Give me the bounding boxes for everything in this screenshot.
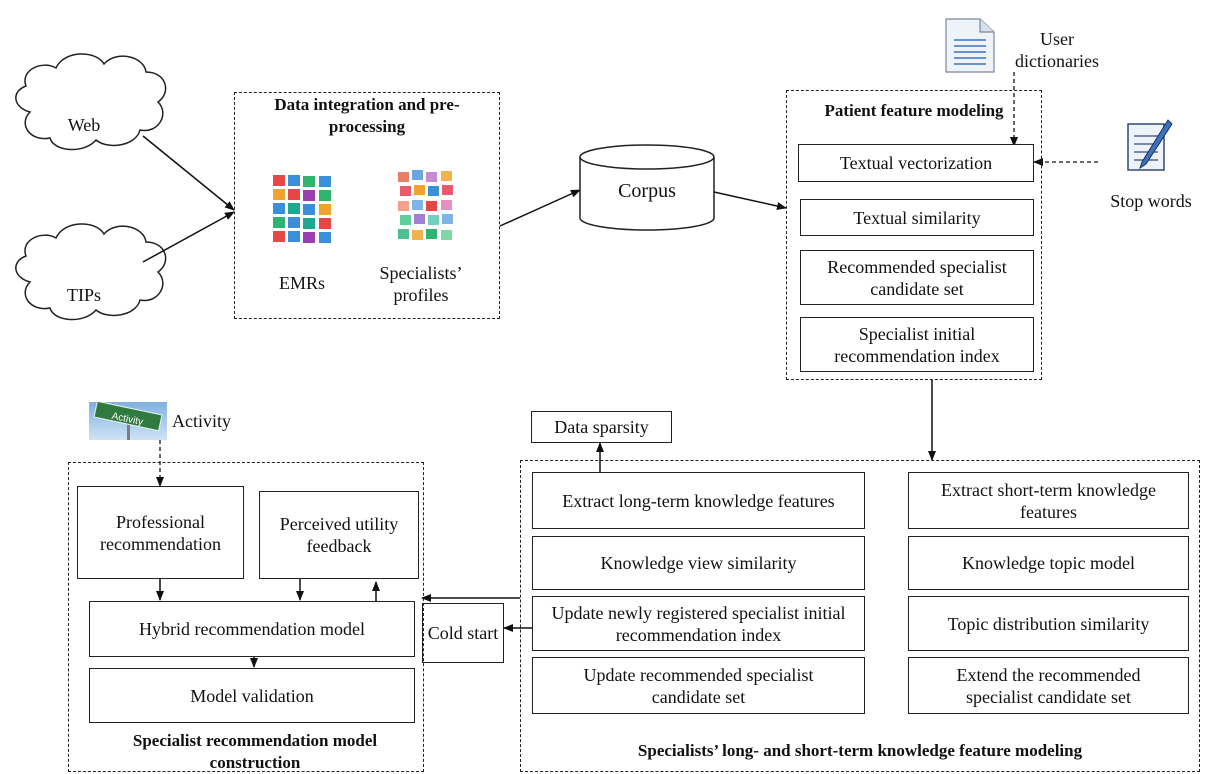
activity-sign-icon: Activity <box>89 402 167 440</box>
topic-distribution-similarity-box: Topic distribution similarity <box>908 596 1189 651</box>
corpus-cylinder <box>579 144 715 231</box>
model-validation-box: Model validation <box>89 668 415 723</box>
stop-words-label: Stop words <box>1110 191 1192 211</box>
patient-feature-group <box>786 90 1042 380</box>
professional-recommendation-box: Professional recommendation <box>77 486 244 579</box>
web-label: Web <box>67 115 101 135</box>
perceived-utility-box: Perceived utility feedback <box>259 491 419 579</box>
knowledge-topic-model-box: Knowledge topic model <box>908 536 1189 590</box>
candidate-set-box: Recommended specialist candidate set <box>800 250 1034 305</box>
knowledge-view-similarity-box: Knowledge view similarity <box>532 536 865 590</box>
corpus-label: Corpus <box>618 180 676 202</box>
textual-similarity-box: Textual similarity <box>800 199 1034 236</box>
data-integration-group <box>234 92 500 319</box>
activity-label: Activity <box>172 411 231 431</box>
specialists-profiles-icon <box>398 170 453 240</box>
textual-vectorization-box: Textual vectorization <box>798 144 1034 182</box>
emrs-icon <box>273 175 331 243</box>
data-sparsity-box: Data sparsity <box>531 411 672 443</box>
initial-index-box: Specialist initial recommendation index <box>800 317 1034 372</box>
data-integration-title: Data integration and pre-processing <box>274 95 460 136</box>
patient-feature-title: Patient feature modeling <box>824 101 1004 120</box>
short-term-extract-box: Extract short-term knowledge features <box>908 472 1189 529</box>
tips-label: TIPs <box>66 285 101 305</box>
knowledge-feature-title: Specialists’ long- and short-term knowle… <box>637 741 1083 760</box>
user-dictionaries-label: User dictionaries <box>1015 29 1099 71</box>
pen-document-icon <box>1127 119 1173 171</box>
long-term-extract-box: Extract long-term knowledge features <box>532 472 865 529</box>
hybrid-model-box: Hybrid recommendation model <box>89 601 415 657</box>
update-candidate-set-box: Update recommended specialist candidate … <box>532 657 865 714</box>
specialists-profiles-label: Specialists’ profiles <box>379 263 463 305</box>
extend-candidate-set-box: Extend the recommended specialist candid… <box>908 657 1189 714</box>
emrs-label: EMRs <box>278 273 325 293</box>
model-construction-group <box>68 462 424 772</box>
document-icon <box>945 18 995 73</box>
update-index-box: Update newly registered specialist initi… <box>532 596 865 651</box>
knowledge-feature-group <box>520 460 1200 772</box>
web-cloud-shape <box>15 53 167 151</box>
cold-start-box: Cold start <box>422 603 504 663</box>
model-construction-title: Specialist recommendation model construc… <box>132 731 378 772</box>
